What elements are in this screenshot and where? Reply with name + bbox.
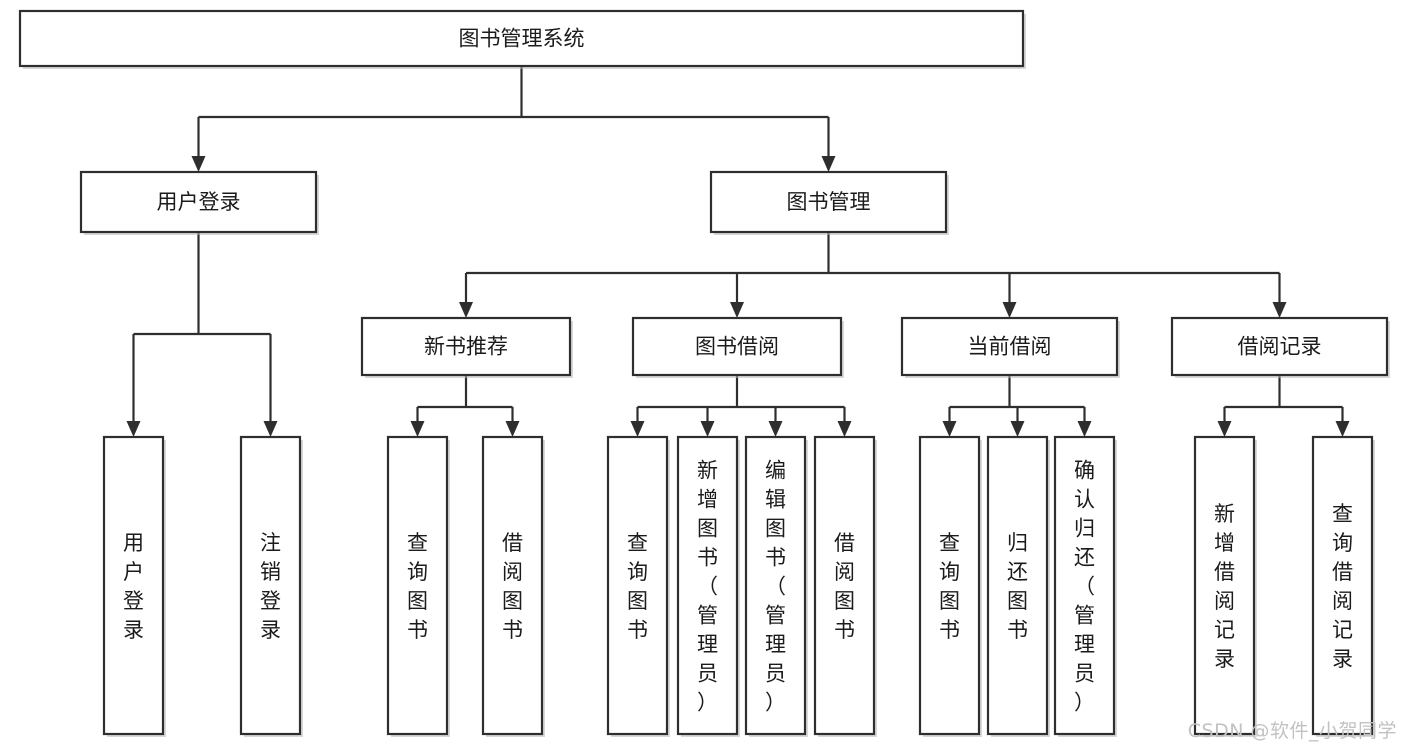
node-box[interactable] xyxy=(631,316,843,377)
node-label: 新增图书（管理员） xyxy=(697,459,718,715)
node-leaf-query-book-3[interactable]: 查询图书 xyxy=(918,435,982,737)
node-new-book-recommend[interactable]: 新书推荐 xyxy=(360,316,573,378)
node-box[interactable] xyxy=(676,435,739,736)
node-root[interactable]: 图书管理系统 xyxy=(18,9,1026,69)
node-leaf-borrow-book-2[interactable]: 借阅图书 xyxy=(813,435,877,737)
node-box[interactable] xyxy=(1311,435,1374,736)
arrow-head-icon xyxy=(459,302,473,318)
arrow-head-icon xyxy=(700,421,715,437)
arrow-head-icon xyxy=(1217,421,1232,437)
node-box[interactable] xyxy=(18,9,1025,68)
node-label: 查询图书 xyxy=(407,531,428,642)
arrow-head-icon xyxy=(410,421,425,437)
node-label: 图书借阅 xyxy=(695,335,779,359)
node-label: 查询图书 xyxy=(627,531,648,642)
arrow-head-icon xyxy=(630,421,645,437)
node-leaf-add-book[interactable]: 新增图书（管理员） xyxy=(676,435,740,737)
node-label: 图书管理系统 xyxy=(459,27,585,51)
arrow-head-icon xyxy=(1002,302,1017,318)
node-box[interactable] xyxy=(239,435,302,736)
node-layer: 图书管理系统用户登录图书管理新书推荐图书借阅当前借阅借阅记录用户登录注销登录查询… xyxy=(18,9,1390,737)
node-leaf-add-record[interactable]: 新增借阅记录 xyxy=(1193,435,1257,737)
arrow-head-icon xyxy=(1077,421,1092,437)
arrow-head-icon xyxy=(126,421,141,437)
node-leaf-user-logout[interactable]: 注销登录 xyxy=(239,435,303,737)
edge-group-book-borrow xyxy=(630,375,852,437)
node-leaf-edit-book[interactable]: 编辑图书（管理员） xyxy=(744,435,808,737)
node-box[interactable] xyxy=(102,435,165,736)
node-label: 图书管理 xyxy=(787,190,871,214)
edge-group-user-login xyxy=(126,232,278,437)
node-book-borrow[interactable]: 图书借阅 xyxy=(631,316,844,378)
node-box[interactable] xyxy=(1053,435,1116,736)
node-box[interactable] xyxy=(986,435,1049,736)
node-box[interactable] xyxy=(1170,316,1389,377)
node-label: 借阅图书 xyxy=(834,531,855,642)
node-box[interactable] xyxy=(606,435,669,736)
node-leaf-query-book-2[interactable]: 查询图书 xyxy=(606,435,670,737)
node-box[interactable] xyxy=(744,435,807,736)
node-leaf-user-login[interactable]: 用户登录 xyxy=(102,435,166,737)
edge-group-current-borrow xyxy=(942,375,1092,437)
node-label: 借阅图书 xyxy=(502,531,523,642)
edge-group-borrow-record xyxy=(1217,375,1350,437)
node-label: 用户登录 xyxy=(123,531,144,642)
edge-group-root xyxy=(191,66,836,172)
node-box[interactable] xyxy=(813,435,876,736)
node-label: 注销登录 xyxy=(260,531,281,642)
node-label: 查询图书 xyxy=(939,531,960,642)
arrow-head-icon xyxy=(1335,421,1350,437)
node-label: 归还图书 xyxy=(1007,531,1028,642)
edge-group-book-manage xyxy=(459,232,1287,318)
arrow-head-icon xyxy=(1010,421,1025,437)
node-box[interactable] xyxy=(900,316,1119,377)
arrow-head-icon xyxy=(942,421,957,437)
arrow-head-icon xyxy=(263,421,278,437)
node-user-login[interactable]: 用户登录 xyxy=(79,170,319,235)
arrow-head-icon xyxy=(730,302,744,318)
node-box[interactable] xyxy=(918,435,981,736)
node-current-borrow[interactable]: 当前借阅 xyxy=(900,316,1120,378)
csdn-watermark: CSDN @软件_小贺同学 xyxy=(1187,720,1397,742)
node-label: 借阅记录 xyxy=(1238,335,1322,359)
node-leaf-confirm-return[interactable]: 确认归还（管理员） xyxy=(1053,435,1117,737)
node-label: 新增借阅记录 xyxy=(1214,502,1235,671)
edge-group-new-book-recommend xyxy=(410,375,520,437)
arrow-head-icon xyxy=(768,421,783,437)
node-box[interactable] xyxy=(481,435,544,736)
node-leaf-query-book-1[interactable]: 查询图书 xyxy=(386,435,450,737)
node-label: 编辑图书（管理员） xyxy=(765,459,786,715)
node-label: 新书推荐 xyxy=(424,335,508,359)
node-borrow-record[interactable]: 借阅记录 xyxy=(1170,316,1390,378)
node-label: 用户登录 xyxy=(157,190,241,214)
arrow-head-icon xyxy=(1272,302,1287,318)
node-box[interactable] xyxy=(360,316,572,377)
arrow-head-icon xyxy=(505,421,520,437)
node-box[interactable] xyxy=(1193,435,1256,736)
node-book-manage[interactable]: 图书管理 xyxy=(709,170,949,235)
node-label: 当前借阅 xyxy=(968,335,1052,359)
node-box[interactable] xyxy=(709,170,948,234)
node-leaf-borrow-book-1[interactable]: 借阅图书 xyxy=(481,435,545,737)
node-box[interactable] xyxy=(386,435,449,736)
node-label: 确认归还（管理员） xyxy=(1074,459,1095,715)
node-leaf-return-book[interactable]: 归还图书 xyxy=(986,435,1050,737)
node-box[interactable] xyxy=(79,170,318,234)
arrow-head-icon xyxy=(191,156,206,172)
node-leaf-query-record[interactable]: 查询借阅记录 xyxy=(1311,435,1375,737)
arrow-head-icon xyxy=(821,156,836,172)
connector-layer xyxy=(126,66,1350,437)
arrow-head-icon xyxy=(837,421,852,437)
node-label: 查询借阅记录 xyxy=(1332,502,1353,671)
